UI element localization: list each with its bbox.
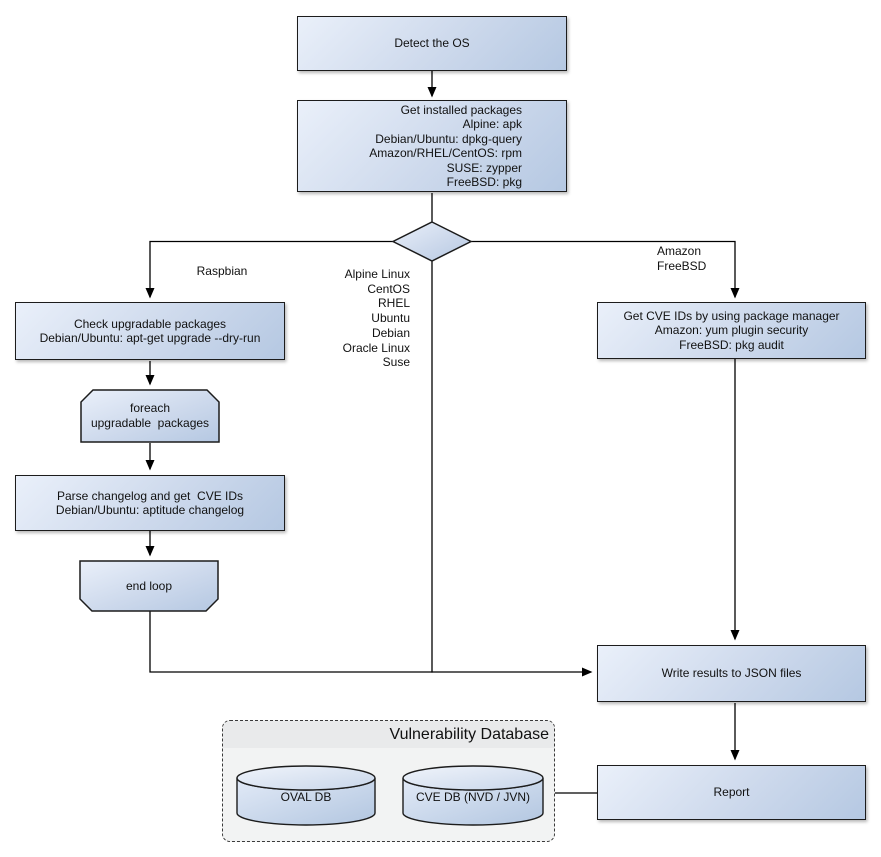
node-check-upgradable-packages: Check upgradable packages Debian/Ubuntu:… <box>15 302 285 360</box>
cve-db-cylinder <box>402 765 544 826</box>
end-loop-label: end loop <box>125 579 173 593</box>
edge-decision-to-check-upgradable <box>145 240 393 299</box>
node-report-label: Report <box>713 785 750 800</box>
node-get-installed-packages-label: Get installed packages Alpine: apk Debia… <box>369 102 522 190</box>
node-check-upgradable-packages-label: Check upgradable packages Debian/Ubuntu:… <box>39 316 261 346</box>
node-report: Report <box>597 765 866 820</box>
vulnerability-database-titlebar: Vulnerability Database <box>223 721 554 748</box>
oval-db-cylinder <box>236 765 376 826</box>
node-detect-os: Detect the OS <box>297 16 567 71</box>
oval-db-label: OVAL DB <box>280 790 332 804</box>
node-parse-changelog: Parse changelog and get CVE IDs Debian/U… <box>15 475 285 531</box>
branch-label-amazon-freebsd: Amazon FreeBSD <box>657 244 707 273</box>
node-get-cve-ids-label: Get CVE IDs by using package manager Ama… <box>623 308 840 352</box>
branch-label-middle-os-list: Alpine Linux CentOS RHEL Ubuntu Debian O… <box>342 267 410 370</box>
node-parse-changelog-label: Parse changelog and get CVE IDs Debian/U… <box>55 488 245 518</box>
edge-decision-to-get-cve-ids <box>471 240 740 299</box>
foreach-loop-label: foreach upgradable packages <box>90 401 210 430</box>
vulnerability-database-title: Vulnerability Database <box>389 725 550 743</box>
node-get-cve-ids: Get CVE IDs by using package manager Ama… <box>597 302 866 359</box>
foreach-loop-shape <box>80 389 220 443</box>
os-decision-diamond <box>391 221 473 262</box>
end-loop-shape <box>79 560 219 612</box>
branch-label-raspbian: Raspbian <box>196 264 248 278</box>
node-get-installed-packages: Get installed packages Alpine: apk Debia… <box>297 100 567 192</box>
node-detect-os-label: Detect the OS <box>394 36 470 51</box>
node-write-results: Write results to JSON files <box>597 645 866 702</box>
edge-endloop-to-write-results <box>149 611 593 677</box>
node-write-results-label: Write results to JSON files <box>661 666 802 681</box>
cve-db-label: CVE DB (NVD / JVN) <box>415 790 530 804</box>
